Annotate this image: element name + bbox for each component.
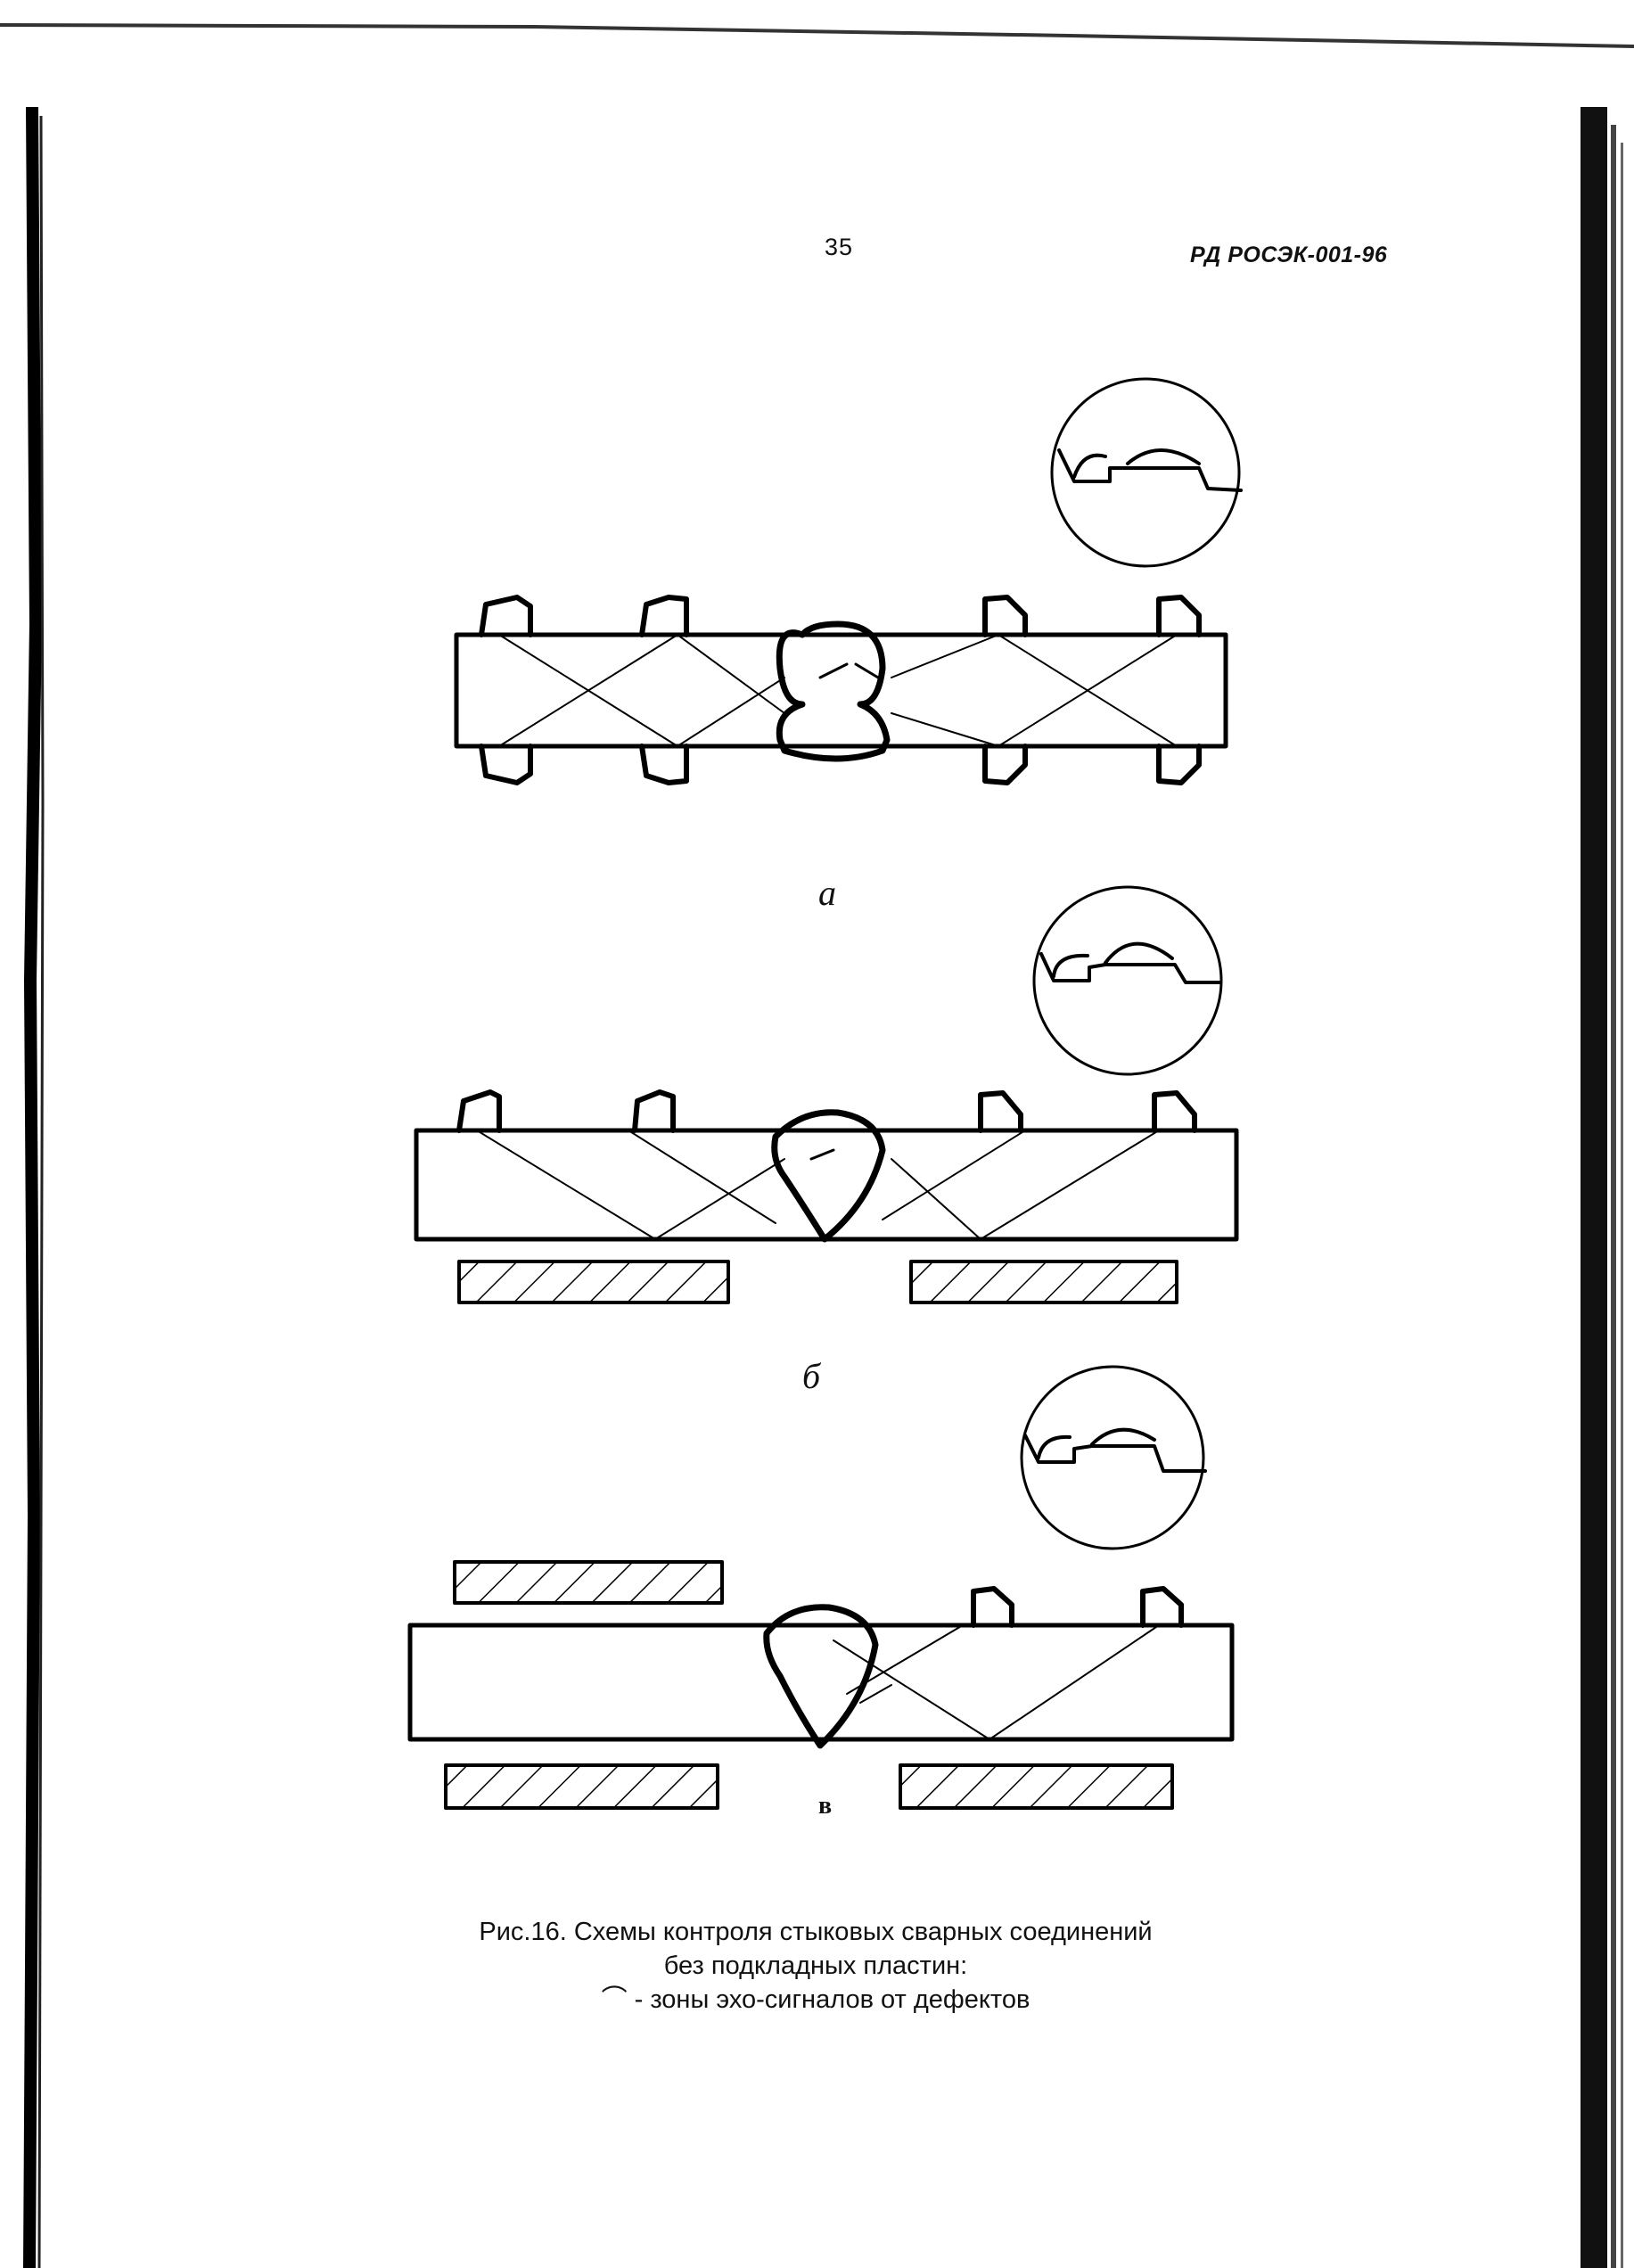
panel-a-probe [982,595,1028,637]
panel-c-backing-right [899,1763,1174,1810]
panel-b-probe [978,1090,1023,1133]
panel-c-screen-circle [1020,1365,1205,1550]
panel-b-screen-circle [1032,885,1223,1076]
panel-b-drawing [414,885,1239,1304]
panel-c-probe [1140,1586,1184,1628]
panel-c-weld [763,1604,879,1749]
page-number: 35 [825,234,854,260]
panel-b-backing-right [909,1260,1178,1304]
panel-a-probe [479,744,533,785]
panel-b-echo-trace [1039,952,1221,984]
panel-a-probe [639,744,689,785]
panel-label-c: в [818,1792,833,1820]
scan-top-rule [0,23,1634,48]
panel-c-echo-trace [1023,1434,1207,1473]
scan-right-edge [1581,107,1623,2268]
panel-a-drawing [454,377,1243,785]
panel-a-probe [982,744,1028,785]
panel-b-probe [1152,1090,1197,1133]
panel-c-backing-top [453,1560,724,1605]
panel-label-a: а [818,873,836,913]
panel-a-probe [1156,744,1202,785]
panel-b-probe [632,1089,676,1133]
caption-line-1: Рис.16. Схемы контроля стыковых сварных … [479,1918,1153,1946]
panel-a-plate [454,632,1228,749]
panel-a-echo-trace [1057,448,1243,492]
panel-c-probe [971,1586,1014,1628]
panel-b-plate [414,1128,1239,1242]
panel-a-screen-circle [1050,377,1241,568]
panel-c-backing-left [444,1763,719,1810]
scan-left-edge [23,106,45,2268]
panel-a-weld [776,620,891,762]
panel-b-backing-left [457,1260,730,1304]
document-code: РД РОСЭК-001-96 [1190,242,1388,267]
panel-a-probe [639,595,689,637]
panel-b-probe [456,1089,502,1133]
panel-a-probe [479,595,533,637]
panel-c-drawing [407,1365,1235,1810]
caption-line-3: ⌒ - зоны эхо-сигналов от дефектов [601,1985,1030,2014]
panel-c-plate [407,1623,1235,1742]
caption-line-2: без подкладных пластин: [663,1952,968,1980]
panel-a-probe [1156,595,1202,637]
panel-b-weld [771,1109,886,1243]
figure-caption: Рис.16. Схемы контроля стыковых сварных … [321,1915,1310,2017]
panel-label-b: б [802,1356,821,1396]
